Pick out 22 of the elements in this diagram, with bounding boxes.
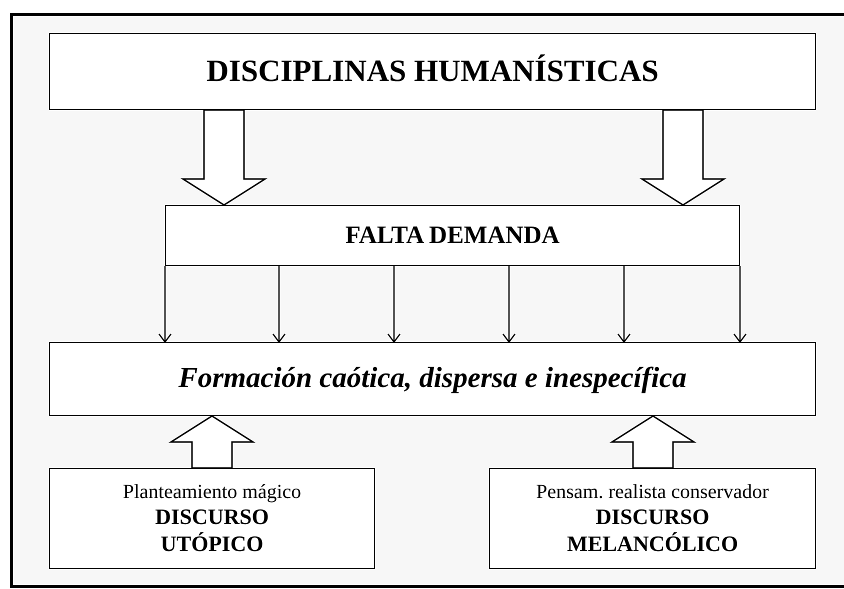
arrow: [158, 266, 172, 343]
block-arrow: [609, 415, 697, 469]
arrow: [502, 266, 516, 343]
box-title: Planteamiento mágico: [122, 480, 302, 504]
box-title: DISCIPLINAS HUMANÍSTICAS: [206, 52, 659, 90]
box-title: Formación caótica, dispersa e inespecífica: [178, 361, 687, 396]
box-subtitle: DISCURSO MELANCÓLICO: [566, 504, 740, 557]
text-box: [165, 205, 740, 266]
arrow: [617, 266, 631, 343]
box-title: Pensam. realista conservador: [536, 480, 769, 504]
block-arrow: [168, 415, 256, 469]
text-box: [49, 468, 375, 569]
box-title: FALTA DEMANDA: [345, 220, 560, 251]
arrow: [387, 266, 401, 343]
arrow: [272, 266, 286, 343]
text-box: [489, 468, 816, 569]
block-arrow: [639, 109, 727, 206]
box-subtitle: DISCURSO UTÓPICO: [154, 504, 270, 557]
arrow: [733, 266, 747, 343]
text-box: [49, 33, 816, 110]
block-arrow: [180, 109, 268, 206]
text-box: [49, 342, 816, 416]
